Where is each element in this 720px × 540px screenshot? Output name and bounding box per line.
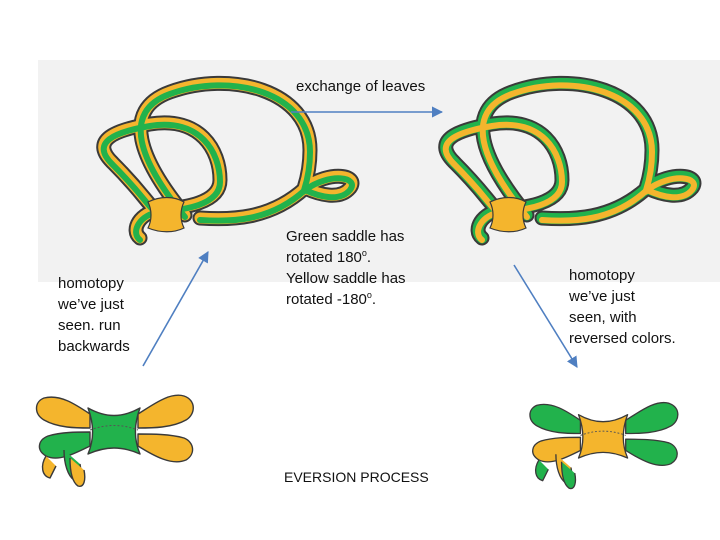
surface-top-left [96,75,360,246]
backwards-arrow [142,251,209,367]
note-line-3: Yellow saddle has [286,270,406,287]
note-line-1: Green saddle has [286,228,405,245]
note-line-2: rotated 180o. [286,248,372,267]
diagram-title: EVERSION PROCESS [284,469,429,485]
surface-bottom-right [529,401,679,490]
reversed-colors-arrow [513,264,578,368]
exchange-of-leaves-label: exchange of leaves [296,78,426,95]
surface-top-right [438,75,702,246]
left-homotopy-note: homotopy we’ve just seen. run backwards [58,275,130,355]
green-saddle [489,196,527,233]
surface-bottom-left [35,394,194,487]
note-line-4: rotated -180o. [286,290,377,309]
yellow-saddle [147,196,185,233]
right-homotopy-note: homotopy we’ve just seen, with reversed … [569,267,676,347]
saddle-rotation-note: Green saddle has rotated 180o. Yellow sa… [286,226,406,310]
